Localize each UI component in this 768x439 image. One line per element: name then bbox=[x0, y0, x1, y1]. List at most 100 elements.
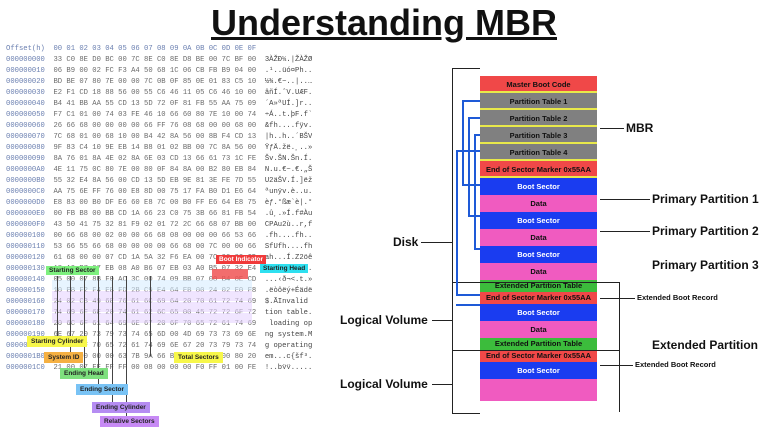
hex-offset: 000000090 bbox=[6, 155, 45, 163]
hex-offset: 000000160 bbox=[6, 298, 45, 306]
hex-ascii: .ëòôëý+Éädë.$.àø bbox=[264, 287, 312, 295]
pointer-arrow bbox=[474, 134, 476, 249]
hex-ascii: SfUfh....fh.|..f bbox=[264, 243, 312, 251]
hex-row: 000000030 E2 F1 CD 18 88 56 00 55 C6 46 … bbox=[6, 88, 312, 99]
connector bbox=[600, 231, 650, 232]
disk-frame bbox=[452, 413, 480, 414]
tag-boot-indicator: Boot Indicator bbox=[216, 255, 267, 264]
hex-ascii: em...c{šf³.“..€ bbox=[264, 353, 312, 361]
hex-offset: 000000070 bbox=[6, 133, 45, 141]
hex-row: 000000070 7C 68 01 00 68 10 00 B4 42 8A … bbox=[6, 132, 312, 143]
hex-row: 000000020 BD BE 07 80 7E 00 00 7C 0B 0F … bbox=[6, 77, 312, 88]
hex-offset: 000000180 bbox=[6, 320, 45, 328]
legend-relative-sectors: Relative Sectors bbox=[100, 416, 159, 427]
hex-offset: 000000110 bbox=[6, 243, 45, 251]
connector bbox=[600, 199, 650, 200]
connector bbox=[600, 128, 624, 129]
disk-block: Boot Sector bbox=[480, 304, 597, 321]
label-primary-1: Primary Partition 1 bbox=[652, 192, 759, 206]
disk-frame bbox=[452, 68, 453, 414]
highlight-partition-row-3 bbox=[52, 302, 252, 312]
extended-frame bbox=[453, 350, 620, 351]
leader-line bbox=[112, 276, 113, 406]
leader-line bbox=[98, 276, 99, 388]
hex-offset: 000000060 bbox=[6, 122, 45, 130]
hex-header: Offset(h) 00 01 02 03 04 05 06 07 08 09 … bbox=[6, 45, 257, 53]
disk-frame bbox=[452, 68, 480, 69]
hex-offset: 000000030 bbox=[6, 89, 45, 97]
hex-ascii: ªunÿv.è..u.ú°Ñæd bbox=[264, 188, 312, 196]
hex-bytes: BD BE 07 80 7E 00 00 7C 0B 0F 85 0E 01 8… bbox=[53, 78, 257, 86]
disk-block: Partition Table 2 bbox=[480, 110, 597, 127]
pointer-arrow bbox=[474, 134, 480, 136]
leader-line bbox=[126, 276, 127, 420]
hex-row: 000000090 8A 76 01 8A 4E 02 8A 6E 03 CD … bbox=[6, 154, 312, 165]
hex-ascii: tion table.Error bbox=[264, 309, 312, 317]
label-disk: Disk bbox=[393, 235, 419, 249]
hex-row: 000000110 53 66 55 66 68 00 00 00 00 66 … bbox=[6, 242, 312, 253]
pointer-arrow bbox=[468, 117, 480, 119]
hex-bytes: 06 B9 00 02 FC F3 A4 50 68 1C 06 CB FB B… bbox=[53, 67, 257, 75]
pointer-arrow bbox=[456, 304, 480, 306]
hex-ascii: Šv.ŠN.Šn.Í.fas.þ bbox=[264, 155, 312, 163]
hex-ascii: .û¸.»Í.f#Àu;fûT bbox=[264, 210, 312, 218]
pointer-arrow bbox=[462, 100, 464, 185]
disk-block bbox=[480, 379, 597, 401]
disk-block: Extended Partition Table bbox=[480, 280, 597, 292]
legend-total-sectors: Total Sectors bbox=[174, 352, 223, 363]
disk-block: Data bbox=[480, 321, 597, 338]
hex-bytes: 26 66 68 00 00 00 00 66 FF 76 08 68 00 0… bbox=[53, 122, 257, 130]
legend-starting-cylinder: Starting Cylinder bbox=[27, 336, 88, 347]
hex-row: 0000001C0 21 00 07 FE FF FF 00 08 00 00 … bbox=[6, 363, 312, 369]
hex-ascii: 3ÀŽÐ¼.|ŽÀŽØ¾.|¿. bbox=[264, 56, 312, 64]
hex-row: 0000000D0 E8 83 00 B0 DF E6 60 E8 7C 00 … bbox=[6, 198, 312, 209]
pointer-arrow bbox=[456, 150, 458, 295]
hex-offset: 000000010 bbox=[6, 67, 45, 75]
legend-ending-cylinder: Ending Cylinder bbox=[92, 402, 150, 413]
hex-ascii: âñÍ.ˆV.UÆF..ÆF.. bbox=[264, 89, 312, 97]
hex-bytes: 21 00 07 FE FF FF 00 08 00 00 00 F0 FF 0… bbox=[53, 364, 257, 369]
hex-ascii: &fh....fÿv.h..h. bbox=[264, 122, 312, 130]
hex-bytes: B4 41 BB AA 55 CD 13 5D 72 0F 81 FB 55 A… bbox=[53, 100, 257, 108]
disk-block: Data bbox=[480, 263, 597, 280]
hex-offset: 000000080 bbox=[6, 144, 45, 152]
pointer-arrow bbox=[456, 150, 480, 152]
hex-row: 0000000E0 00 FB B8 00 BB CD 1A 66 23 C0 … bbox=[6, 209, 312, 220]
hex-offset: 000000050 bbox=[6, 111, 45, 119]
hex-row: 0000000B0 55 32 E4 8A 56 00 CD 13 5D EB … bbox=[6, 176, 312, 187]
hex-ascii: ng system.Missin bbox=[264, 331, 312, 339]
disk-block: Master Boot Code bbox=[480, 76, 597, 93]
hex-ascii: ŸƒÄ.žë.¸..».|ŠV. bbox=[264, 144, 312, 152]
disk-block: Boot Sector bbox=[480, 212, 597, 229]
page-title: Understanding MBR bbox=[211, 2, 557, 43]
hex-offset: 000000100 bbox=[6, 232, 45, 240]
hex-row: 000000050 F7 C1 01 00 74 03 FE 46 10 66 … bbox=[6, 110, 312, 121]
hex-bytes: 55 32 E4 8A 56 00 CD 13 5D EB 9E 81 3E F… bbox=[53, 177, 257, 185]
hex-bytes: 00 66 68 00 02 00 00 66 68 08 00 00 00 6… bbox=[53, 232, 257, 240]
tag-starting-head: Starting Head bbox=[260, 264, 309, 273]
connector bbox=[432, 320, 452, 321]
hex-offset: 0000001B0 bbox=[6, 353, 45, 361]
disk-block: Extended Partition Table bbox=[480, 338, 597, 350]
disk-block: Partition Table 4 bbox=[480, 144, 597, 161]
pointer-arrow bbox=[462, 184, 480, 186]
pointer-arrow bbox=[462, 100, 480, 102]
hex-bytes: 33 C0 8E D0 BC 00 7C 8E C0 8E D8 BE 00 7… bbox=[53, 56, 257, 64]
highlight-partition-row-4 bbox=[52, 313, 252, 323]
connector bbox=[421, 242, 452, 243]
pointer-arrow bbox=[468, 117, 470, 216]
leader-line bbox=[150, 276, 151, 356]
hex-row: 0000000A0 4E 11 75 0C 80 7E 00 80 0F 84 … bbox=[6, 165, 312, 176]
label-ebr-1: Extended Boot Record bbox=[637, 293, 718, 302]
hex-bytes: 53 66 55 66 68 00 00 00 00 66 68 00 7C 0… bbox=[53, 243, 257, 251]
pointer-arrow bbox=[474, 248, 480, 250]
hex-ascii: .¹..üó¤Ph..Ëû¹.. bbox=[264, 67, 312, 75]
hex-bytes: F7 C1 01 00 74 03 FE 46 10 66 60 80 7E 1… bbox=[53, 111, 257, 119]
hex-ascii: $.ÃInvalid parti bbox=[264, 298, 308, 306]
hex-offset: 0000001A0 bbox=[6, 342, 45, 350]
hex-offset: 0000000C0 bbox=[6, 188, 45, 196]
hex-offset: 0000001C0 bbox=[6, 364, 45, 369]
disk-block: Partition Table 1 bbox=[480, 93, 597, 110]
disk-block: End of Sector Marker 0x55AA bbox=[480, 350, 597, 362]
extended-frame bbox=[453, 282, 620, 283]
